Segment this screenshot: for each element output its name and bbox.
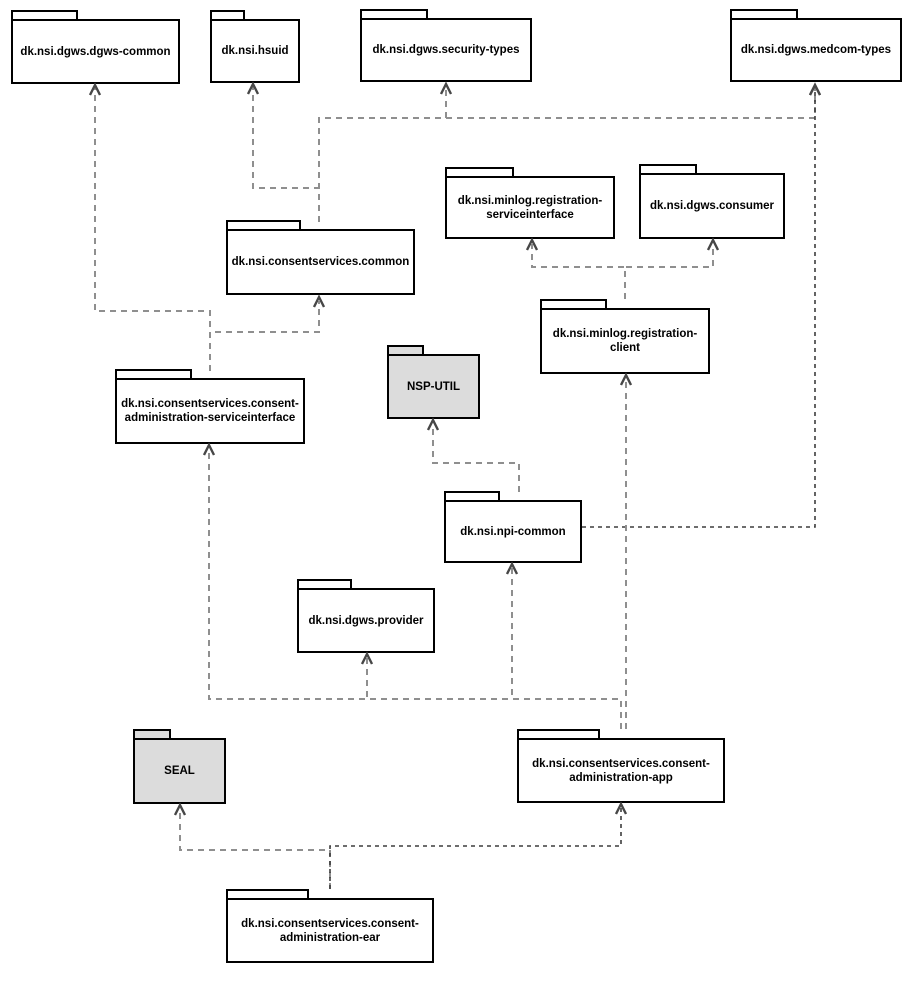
package-dgws-consumer: dk.nsi.dgws.consumer [639, 164, 785, 239]
edge-consentservices-common-to-hsuid [252, 87, 320, 222]
package-body-consent-serviceinterface: dk.nsi.consentservices.consent- administ… [115, 378, 305, 444]
package-label-hsuid: dk.nsi.hsuid [221, 45, 289, 57]
package-seal: SEAL [133, 729, 226, 804]
edge-minlog-client-to-dgws-consumer [624, 244, 714, 299]
package-label-seal: SEAL [164, 765, 195, 777]
package-label-security-types: dk.nsi.dgws.security-types [372, 44, 520, 56]
arrowhead-medcom-types [808, 82, 822, 96]
package-label-consent-app: dk.nsi.consentservices.consent- administ… [532, 757, 710, 784]
package-hsuid: dk.nsi.hsuid [210, 10, 300, 83]
package-tab-consent-ear [226, 889, 309, 900]
package-body-minlog-serviceinterface: dk.nsi.minlog.registration- serviceinter… [445, 176, 615, 239]
package-body-seal: SEAL [133, 738, 226, 804]
package-security-types: dk.nsi.dgws.security-types [360, 9, 532, 82]
package-dgws-provider: dk.nsi.dgws.provider [297, 579, 435, 653]
edge-npi-common-to-nsp-util [432, 424, 520, 492]
package-label-consent-serviceinterface: dk.nsi.consentservices.consent- administ… [121, 398, 299, 424]
arrowhead-hsuid [246, 81, 260, 95]
arrowhead-nsp-util [426, 417, 440, 431]
edge-consent-ear-to-seal [179, 809, 331, 889]
package-consent-ear: dk.nsi.consentservices.consent- administ… [226, 889, 434, 963]
package-label-nsp-util: NSP-UTIL [406, 380, 461, 393]
package-body-dgws-consumer: dk.nsi.dgws.consumer [639, 173, 785, 239]
arrowhead-seal [173, 802, 187, 816]
package-dgws-common: dk.nsi.dgws.dgws-common [11, 10, 180, 84]
package-label-dgws-consumer: dk.nsi.dgws.consumer [650, 200, 774, 212]
package-body-medcom-types: dk.nsi.dgws.medcom-types [730, 18, 902, 82]
package-medcom-types: dk.nsi.dgws.medcom-types [730, 9, 902, 82]
package-label-minlog-serviceinterface: dk.nsi.minlog.registration- serviceinter… [457, 194, 603, 221]
package-consent-app: dk.nsi.consentservices.consent- administ… [517, 729, 725, 803]
package-body-consent-ear: dk.nsi.consentservices.consent- administ… [226, 898, 434, 963]
arrowhead-consentservices-common [312, 294, 326, 308]
package-consent-serviceinterface: dk.nsi.consentservices.consent- administ… [115, 369, 305, 444]
package-label-dgws-common: dk.nsi.dgws.dgws-common [20, 45, 171, 58]
package-tab-nsp-util [387, 345, 424, 356]
arrowhead-dgws-consumer [706, 237, 720, 251]
package-tab-hsuid [210, 10, 245, 21]
package-body-dgws-provider: dk.nsi.dgws.provider [297, 588, 435, 653]
arrowhead-dgws-common [88, 82, 102, 96]
edge-consent-ear-to-consent-app [329, 808, 622, 889]
package-label-npi-common: dk.nsi.npi-common [460, 525, 566, 538]
edge-consent-serviceinterface-to-consentservices-common [209, 301, 320, 371]
package-body-consent-app: dk.nsi.consentservices.consent- administ… [517, 738, 725, 803]
package-minlog-serviceinterface: dk.nsi.minlog.registration- serviceinter… [445, 167, 615, 239]
package-label-minlog-client: dk.nsi.minlog.registration- client [552, 328, 698, 354]
package-body-npi-common: dk.nsi.npi-common [444, 500, 582, 563]
package-label-consent-ear: dk.nsi.consentservices.consent- administ… [241, 917, 419, 944]
arrowhead-minlog-client [619, 372, 633, 386]
edge-minlog-client-to-minlog-serviceinterface [531, 244, 626, 299]
package-tab-consent-app [517, 729, 600, 740]
edge-consentservices-common-to-security-types [318, 87, 447, 222]
arrowhead-medcom-types [808, 82, 822, 96]
package-tab-dgws-common [11, 10, 78, 21]
arrowhead-npi-common [505, 561, 519, 575]
package-tab-seal [133, 729, 171, 740]
arrowhead-minlog-serviceinterface [525, 237, 539, 251]
package-tab-medcom-types [730, 9, 798, 20]
arrowhead-consent-app [614, 801, 628, 815]
package-label-medcom-types: dk.nsi.dgws.medcom-types [740, 44, 892, 56]
package-body-dgws-common: dk.nsi.dgws.dgws-common [11, 19, 180, 84]
arrowhead-dgws-provider [360, 651, 374, 665]
package-body-nsp-util: NSP-UTIL [387, 354, 480, 419]
package-label-dgws-provider: dk.nsi.dgws.provider [308, 614, 424, 627]
package-minlog-client: dk.nsi.minlog.registration- client [540, 299, 710, 374]
arrowhead-security-types [439, 81, 453, 95]
package-body-security-types: dk.nsi.dgws.security-types [360, 18, 532, 82]
package-body-consentservices-common: dk.nsi.consentservices.common [226, 229, 415, 295]
edge-consent-app-to-npi-common [511, 568, 622, 729]
package-body-minlog-client: dk.nsi.minlog.registration- client [540, 308, 710, 374]
package-npi-common: dk.nsi.npi-common [444, 491, 582, 563]
package-consentservices-common: dk.nsi.consentservices.common [226, 220, 415, 295]
package-nsp-util: NSP-UTIL [387, 345, 480, 419]
edge-consent-app-to-dgws-provider [366, 658, 622, 729]
arrowhead-consent-serviceinterface [202, 442, 216, 456]
package-body-hsuid: dk.nsi.hsuid [210, 19, 300, 83]
package-label-consentservices-common: dk.nsi.consentservices.common [231, 256, 410, 268]
package-tab-security-types [360, 9, 428, 20]
edge-consent-serviceinterface-to-dgws-common [94, 88, 211, 371]
